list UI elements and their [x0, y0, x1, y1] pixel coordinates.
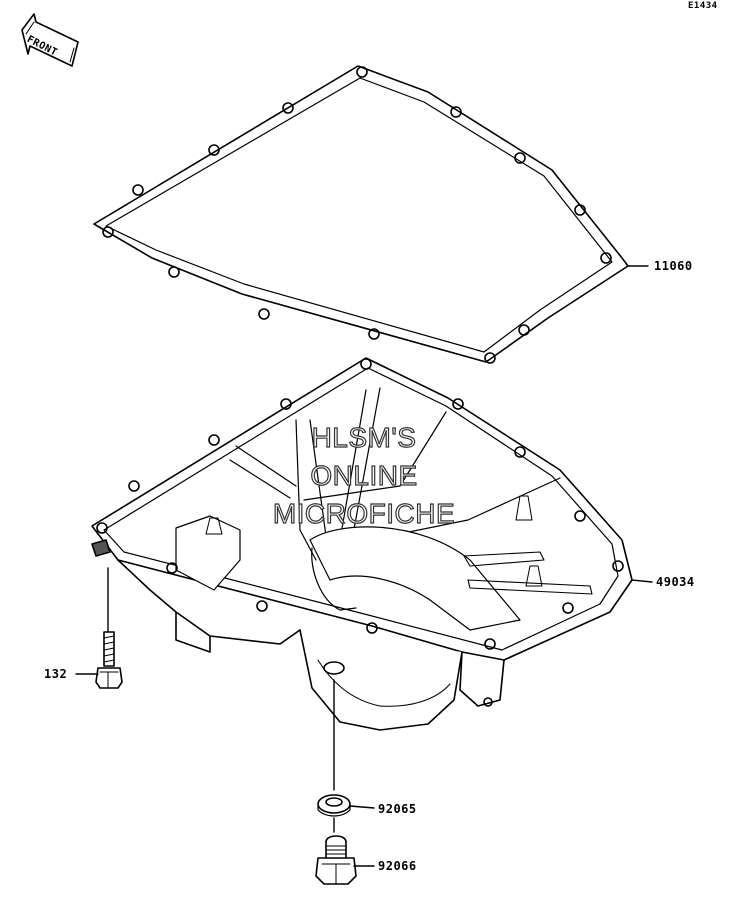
part-label-oil-pan[interactable]: 49034	[656, 575, 695, 589]
front-arrow-icon	[21, 13, 79, 67]
oil-pan-gasket[interactable]	[93, 65, 629, 364]
bolt[interactable]	[95, 631, 123, 689]
part-label-bolt[interactable]: 132	[44, 667, 68, 681]
part-label-gasket[interactable]: 11060	[654, 259, 693, 273]
leader-lines	[75, 265, 653, 867]
part-label-drain-plug[interactable]: 92066	[378, 859, 417, 873]
oil-pan[interactable]	[91, 357, 633, 731]
part-label-washer[interactable]: 92065	[378, 802, 417, 816]
watermark-line-1: HLSM'S	[311, 421, 417, 453]
watermark-line-3: MICROFICHE	[272, 497, 456, 529]
figure-id: E1434	[688, 1, 718, 11]
drain-plug[interactable]	[315, 835, 357, 885]
washer[interactable]	[317, 794, 351, 817]
watermark-line-2: ONLINE	[310, 459, 418, 491]
